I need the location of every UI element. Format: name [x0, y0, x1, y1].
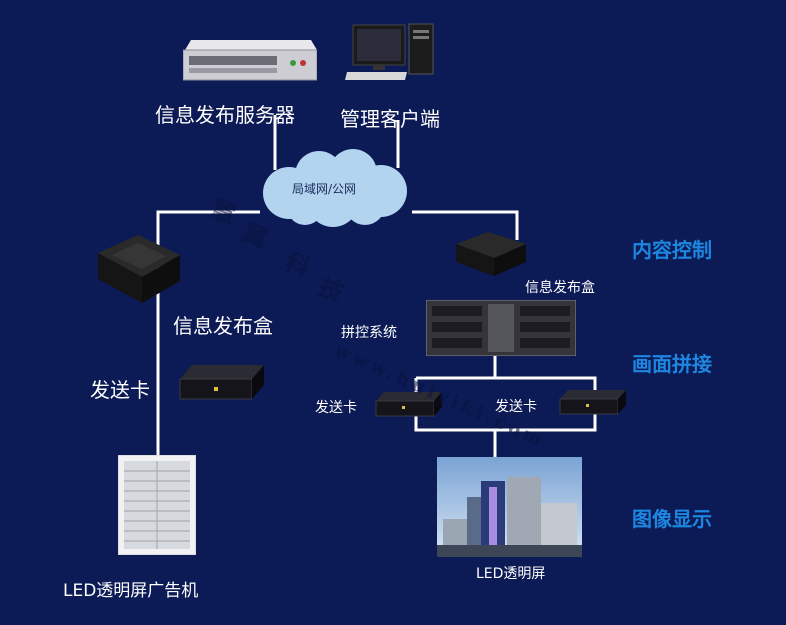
led-screen-icon: [437, 457, 582, 557]
network-label: 局域网/公网: [292, 182, 357, 196]
sending-card-left-icon: [179, 365, 264, 400]
right-branch-line: [412, 210, 519, 240]
sending-card-right-icon: [559, 390, 626, 415]
server-label: 信息发布服务器: [155, 103, 295, 127]
desktop-computer-icon: [345, 23, 434, 80]
server-rack-icon: [183, 40, 317, 81]
section-image-display: 图像显示: [632, 507, 712, 531]
player-box-left-label: 信息发布盒: [173, 314, 273, 338]
section-content-control: 内容控制: [632, 238, 712, 262]
splicer-system-icon: [426, 300, 576, 356]
sending-card-left-label: 发送卡: [90, 378, 150, 402]
section-picture-splicing: 画面拼接: [632, 352, 712, 376]
left-branch-line: [156, 210, 260, 455]
card-top-bus-line: [416, 376, 597, 392]
player-box-right-icon: [456, 232, 526, 276]
led-ad-machine-icon: [118, 455, 196, 555]
led-screen-label: LED透明屏: [476, 566, 546, 582]
network-cloud-icon: [263, 149, 407, 227]
splicer-label: 拼控系统: [341, 325, 397, 341]
player-box-right-label: 信息发布盒: [525, 280, 595, 296]
sending-card-right-label: 发送卡: [495, 399, 537, 415]
sending-card-mid-label: 发送卡: [315, 400, 357, 416]
client-label: 管理客户端: [340, 107, 440, 131]
sending-card-mid-icon: [375, 392, 442, 417]
led-ad-machine-label: LED透明屏广告机: [63, 581, 199, 601]
player-box-left-icon: [98, 235, 180, 303]
